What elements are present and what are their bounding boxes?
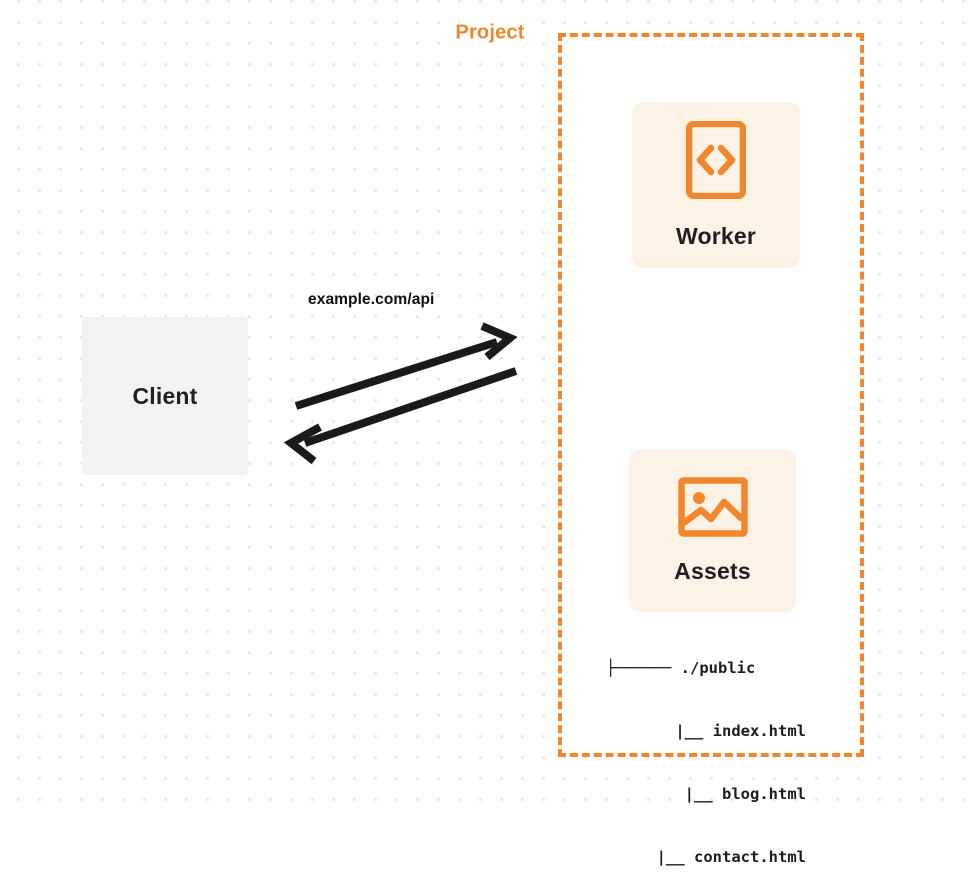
tree-connector: ├──────	[606, 659, 672, 677]
tree-node-name: contact.html	[694, 848, 806, 866]
client-node[interactable]: Client	[82, 317, 248, 475]
client-label: Client	[132, 382, 198, 409]
asset-file-tree: ├────── ./public |__ index.html |__ blog…	[606, 616, 806, 889]
tree-node-name: index.html	[712, 722, 806, 740]
worker-label: Worker	[675, 222, 757, 249]
tree-node-name: blog.html	[722, 785, 806, 803]
image-icon	[677, 477, 748, 542]
worker-card[interactable]: Worker	[632, 102, 800, 268]
tree-connector: |__	[684, 785, 713, 803]
tree-connector: |__	[675, 722, 704, 740]
tree-row: |__ index.html	[606, 721, 806, 742]
project-title: Project	[446, 21, 534, 45]
tree-row: |__ blog.html	[606, 784, 806, 805]
connection-label: example.com/api	[308, 291, 435, 308]
assets-card[interactable]: Assets	[629, 450, 796, 612]
tree-row: ├────── ./public	[606, 658, 806, 679]
assets-label: Assets	[674, 558, 751, 584]
tree-connector: |__	[656, 848, 685, 866]
tree-node-name: ./public	[680, 659, 756, 677]
tree-row: |__ contact.html	[606, 847, 806, 868]
code-brackets-icon	[685, 120, 747, 204]
